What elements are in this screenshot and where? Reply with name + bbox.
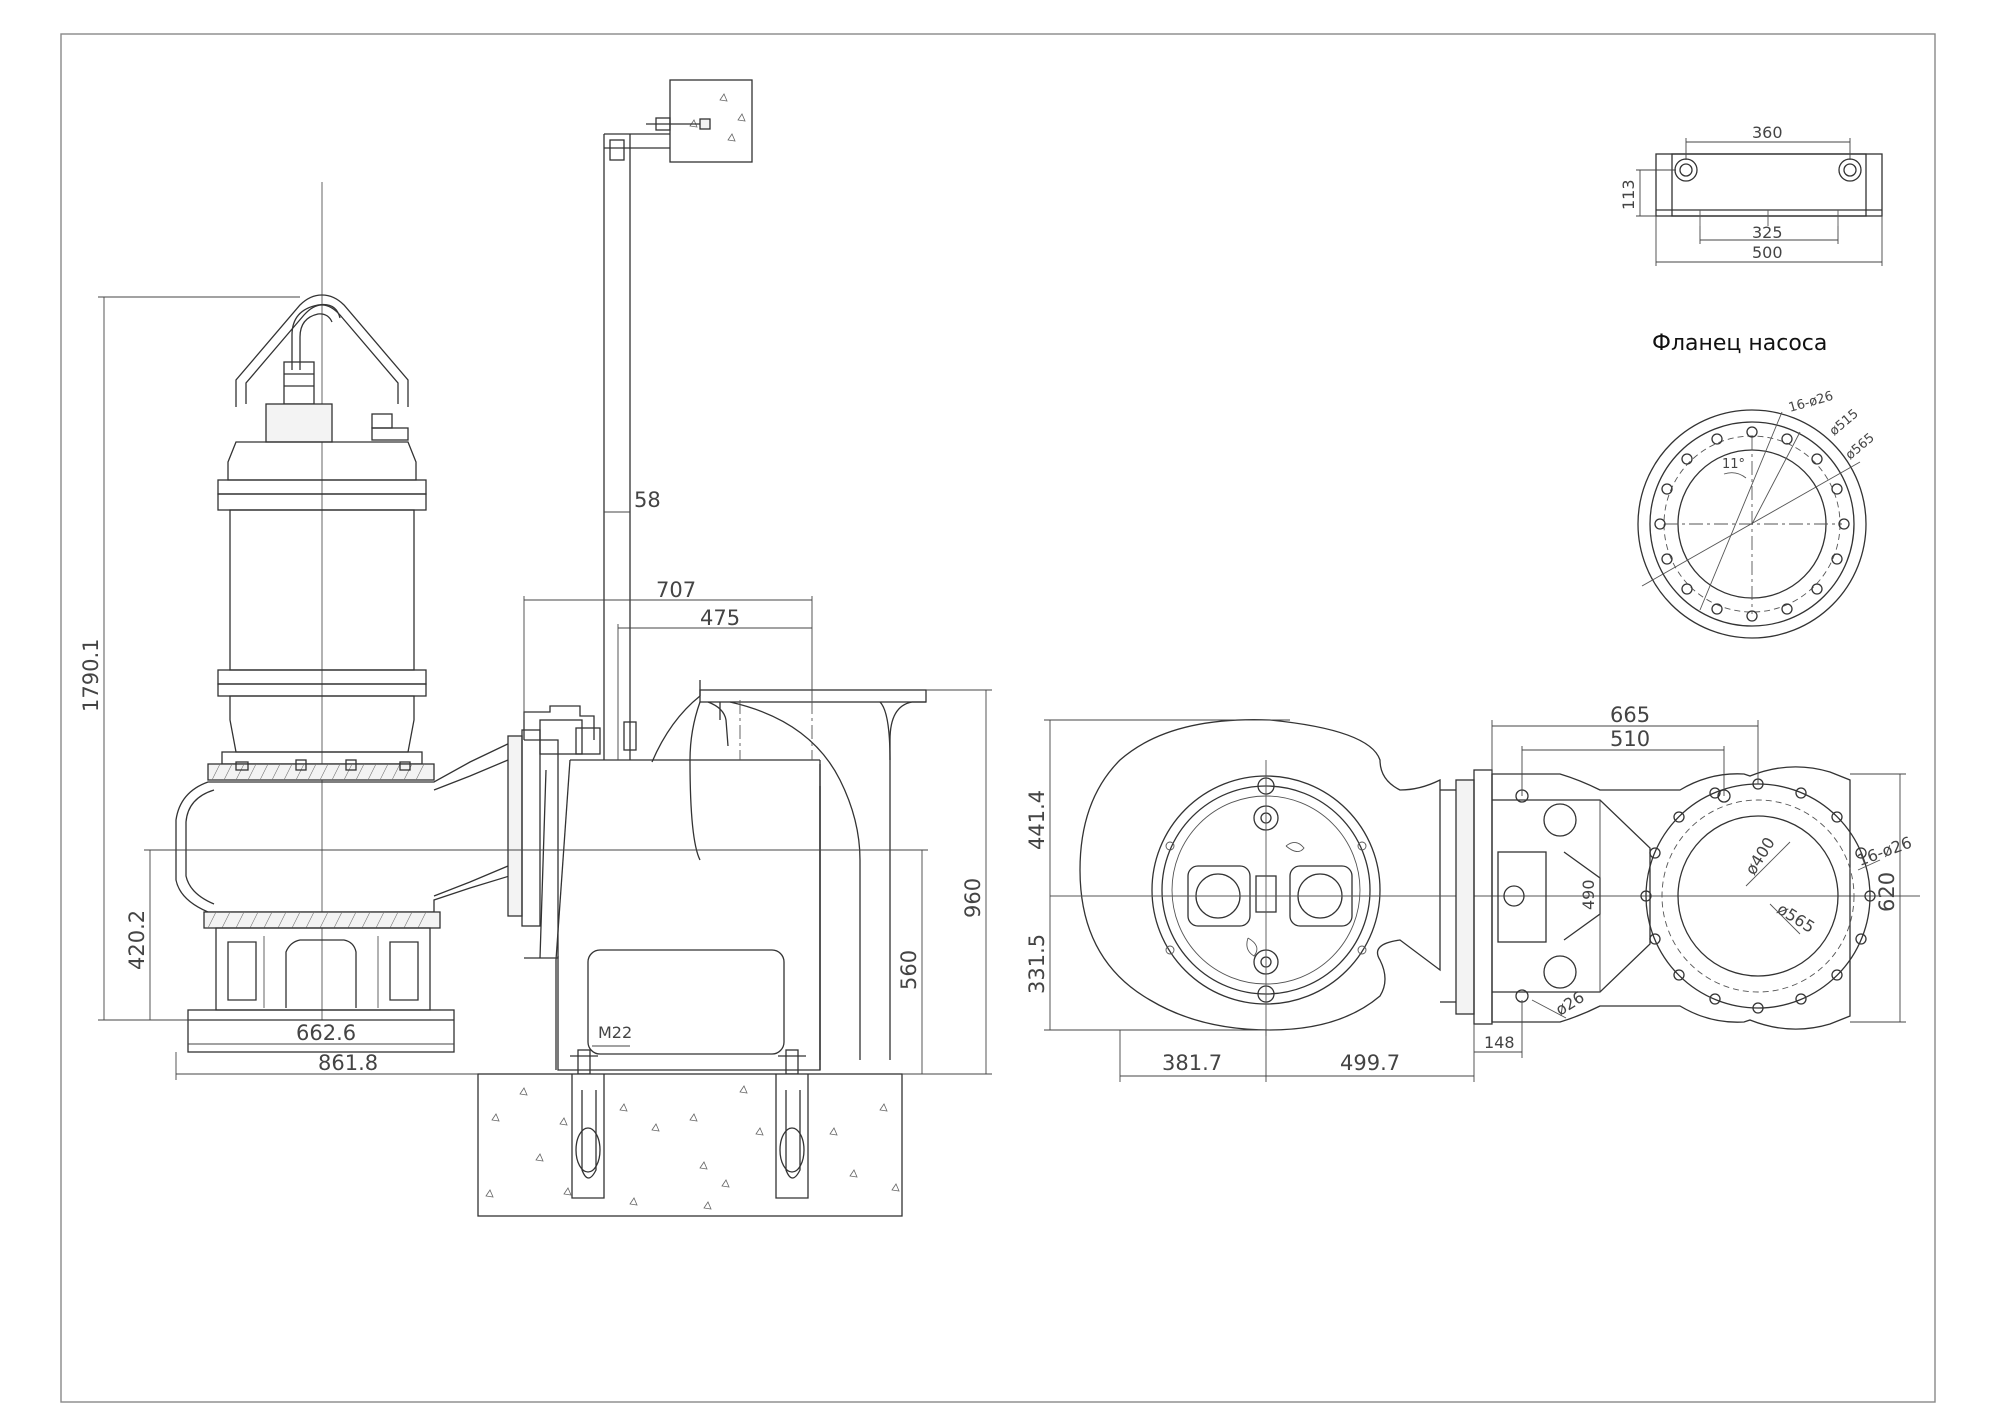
dim-662: 662.6 [296,1021,356,1045]
dim-490: 490 [1579,879,1598,910]
dim-148: 148 [1484,1033,1515,1052]
dim-475: 475 [700,606,740,630]
dim-381: 381.7 [1162,1051,1222,1075]
dim-499: 499.7 [1340,1051,1400,1075]
side-view-dimensions: 1790.1 420.2 707 475 960 560 662.6 861.8 [79,296,992,1080]
dim-560: 560 [897,950,921,990]
dim-620: 620 [1875,872,1899,912]
dim-plan-565: ø565 [1774,899,1818,936]
plan-flange-bolts [1640,778,1876,1014]
dim-510: 510 [1610,727,1650,751]
dim-1790: 1790.1 [79,639,103,712]
duckfoot-plan-view: ø400 ø565 16-ø26 ø26 [1491,766,1914,1030]
duckfoot-bend-side: 58 M22 [477,79,927,1217]
pump-side-view [175,182,541,1053]
flange-565: ø565 [1843,431,1878,464]
flange-515: ø515 [1827,407,1862,440]
dim-665: 665 [1610,703,1650,727]
dim-420: 420.2 [125,910,149,970]
drawing-frame [60,33,1936,1403]
bracket-detail: 360 113 325 500 [1619,123,1883,266]
flange-bolts [1654,426,1850,622]
flange-detail: 11° 16-ø26 ø515 ø565 [1637,389,1878,639]
dim-500: 500 [1752,243,1783,262]
dim-861: 861.8 [318,1051,378,1075]
dim-360: 360 [1752,123,1783,142]
dim-plan-400: ø400 [1741,834,1778,878]
pump-plan-view [1050,719,1920,1036]
flange-16-26: 16-ø26 [1787,389,1835,416]
dim-707: 707 [656,578,696,602]
flange-title: Фланец насоса [1652,331,1827,356]
dim-441: 441.4 [1025,790,1049,850]
dim-58: 58 [634,488,661,512]
dim-331: 331.5 [1025,934,1049,994]
dim-plan-16-26: 16-ø26 [1855,833,1914,870]
dim-113: 113 [1619,179,1638,210]
dim-960: 960 [961,878,985,918]
plan-view-dimensions: 441.4 331.5 381.7 499.7 148 665 510 490 … [1025,703,1906,1082]
dim-325: 325 [1752,223,1783,242]
dim-m22: M22 [598,1023,632,1042]
flange-angle: 11° [1722,457,1745,472]
